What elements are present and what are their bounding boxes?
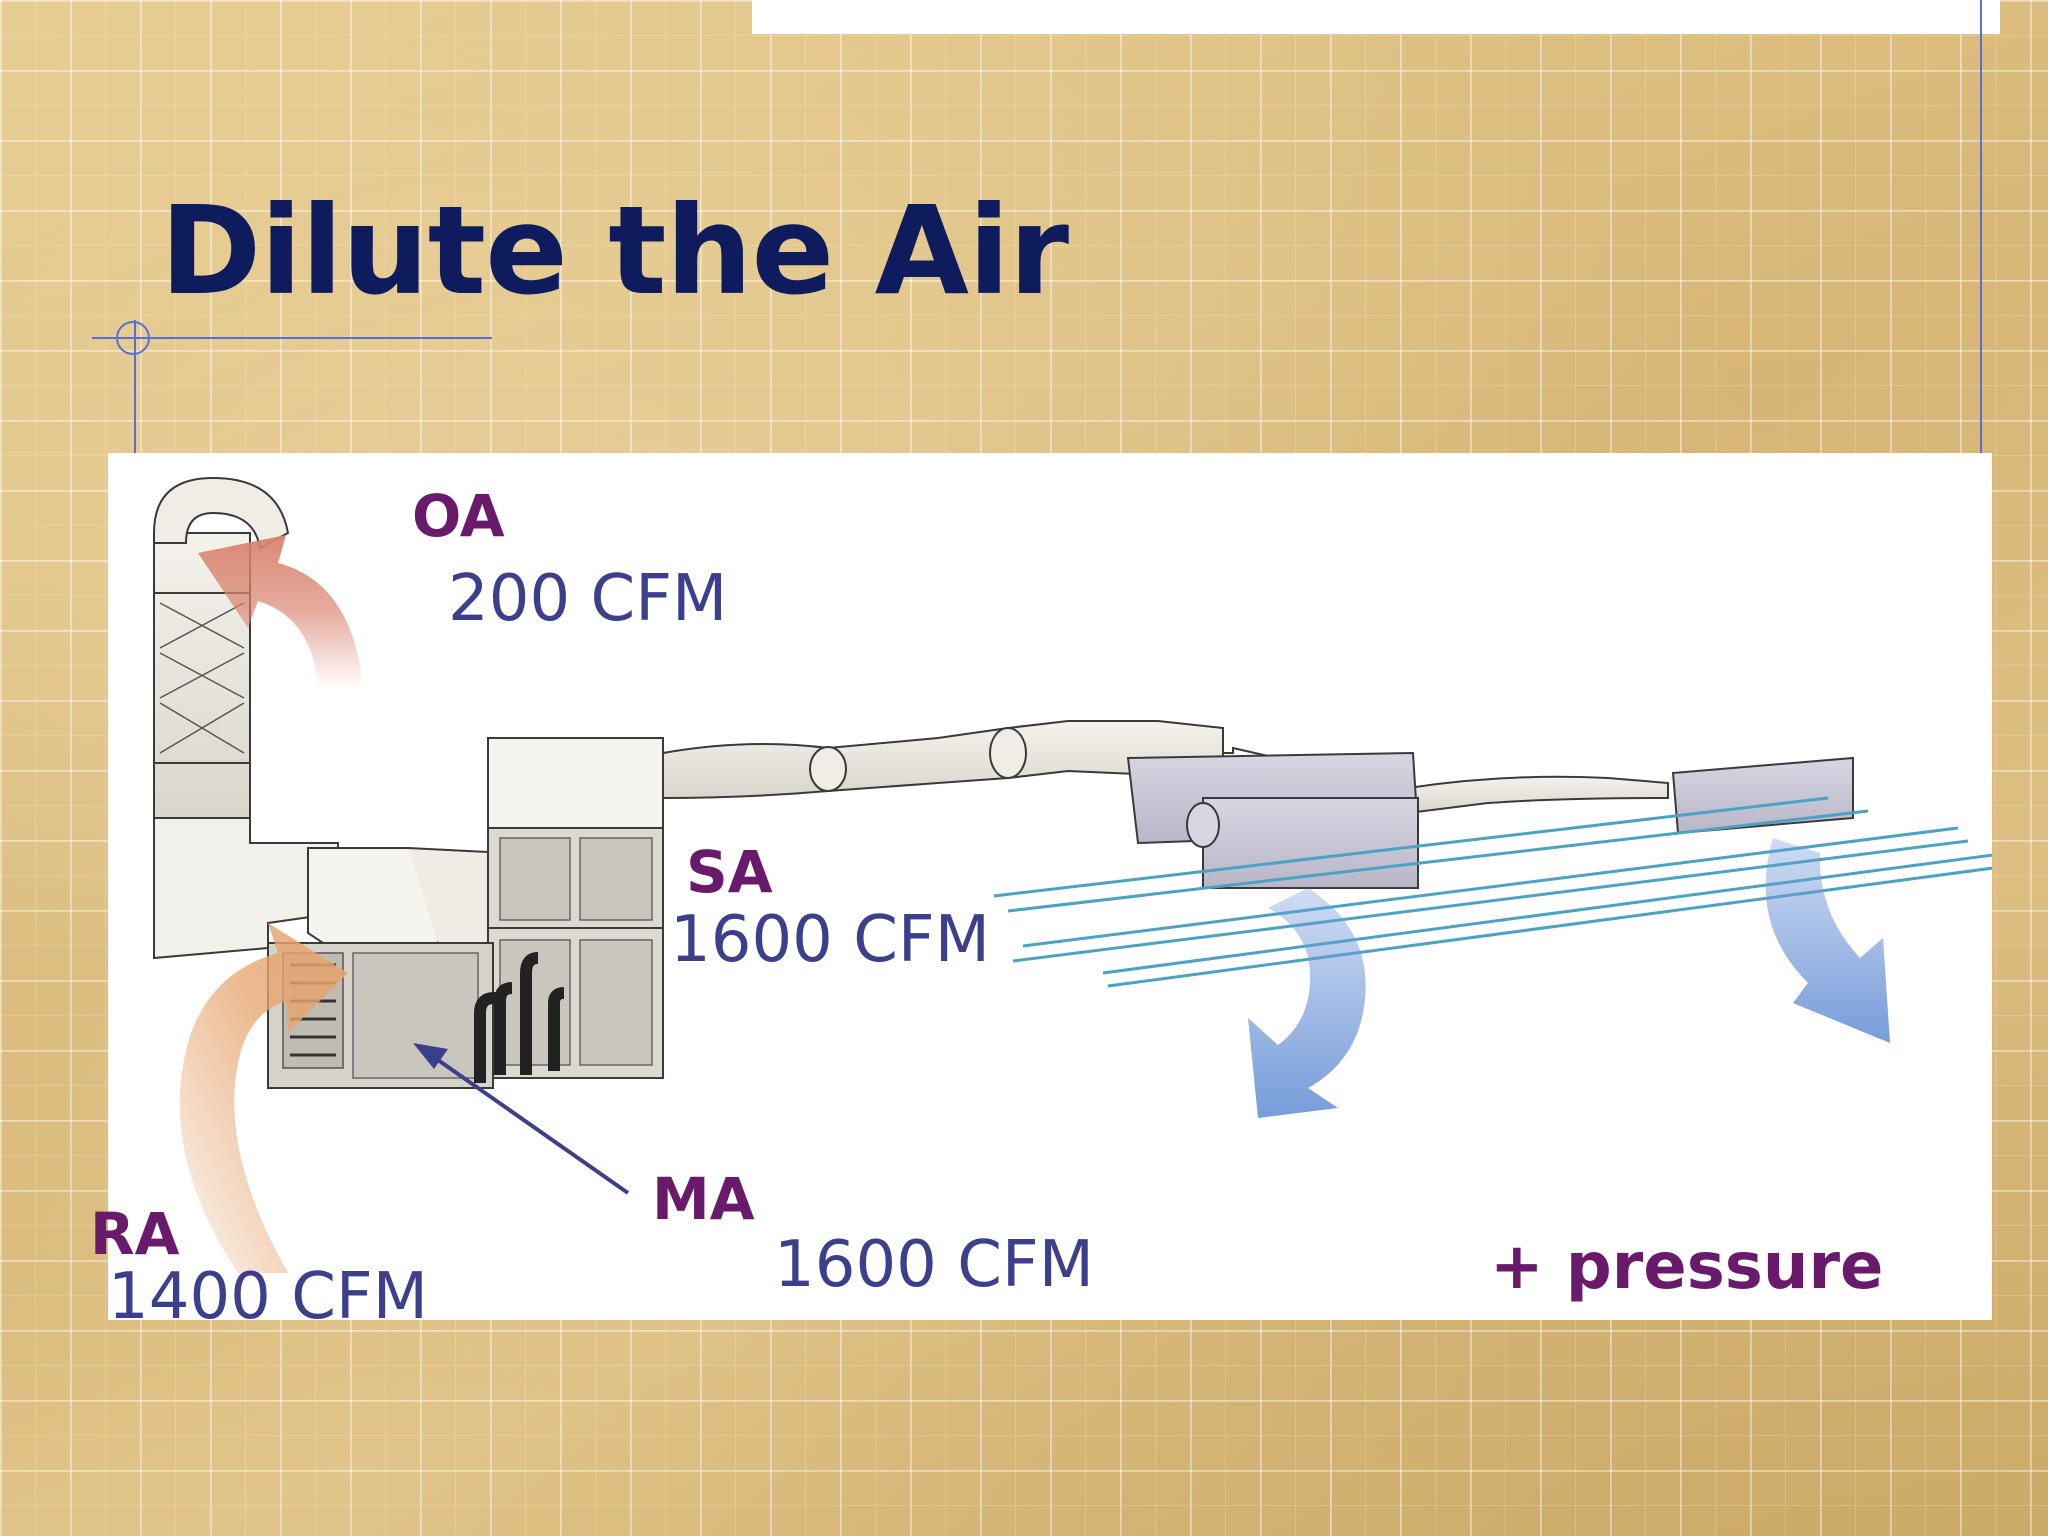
decorative-vertical-line [1980,0,1982,470]
diffuser-box-2 [1671,756,1854,835]
title-underline [92,337,492,339]
outside-air-arrow [198,535,363,688]
pressure-label: + pressure [1490,1230,1884,1304]
supply-air-arrow-2 [1765,838,1890,1043]
title-crosshair-circle [116,321,150,355]
supply-duct [662,720,1669,815]
outside-air-intake-duct [153,476,290,819]
mixing-duct [153,817,529,960]
air-handling-unit [267,737,664,1089]
coil-pipes [474,952,565,1083]
ma-label: MA [652,1165,755,1233]
top-white-band [752,0,2000,34]
supply-air-arrow-1 [1248,888,1366,1118]
mixed-air-pointer [413,1043,630,1195]
return-air-arrow [179,923,348,1273]
decorative-left-vertical-line [134,320,136,460]
ra-cfm-value: 1400 CFM [108,1260,428,1334]
ma-cfm-value: 1600 CFM [774,1228,1094,1302]
ra-label: RA [90,1200,180,1268]
sa-cfm-value: 1600 CFM [670,903,990,977]
hvac-diagram-panel [108,453,1992,1320]
oa-label: OA [412,482,505,550]
diffuser-box-1 [1126,751,1420,889]
sa-label: SA [686,838,773,906]
hvac-diagram [153,476,1992,1273]
oa-cfm-value: 200 CFM [448,562,728,636]
slide-title: Dilute the Air [160,180,1069,322]
